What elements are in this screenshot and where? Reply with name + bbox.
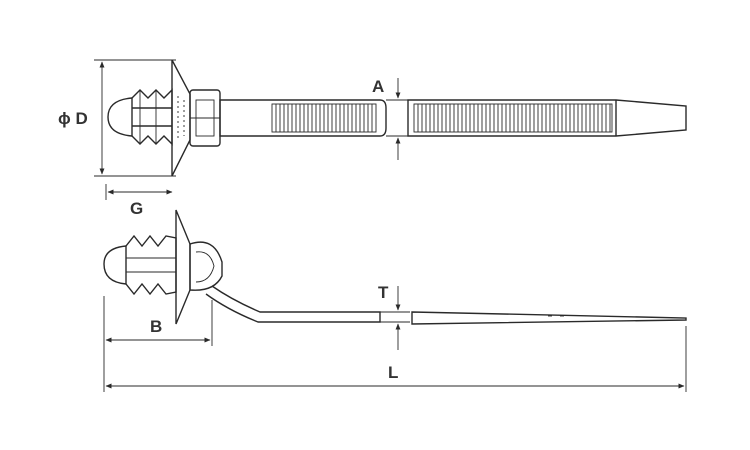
top-mount-knob	[107, 97, 133, 137]
side-strap-right	[411, 311, 687, 325]
label-diameter-d: ϕ D	[58, 109, 88, 128]
top-strap-right-ribs	[417, 104, 611, 132]
top-saucer-dots	[177, 96, 185, 140]
dimension-g: G	[105, 184, 173, 218]
top-view	[107, 59, 687, 177]
side-tie-head	[189, 241, 223, 291]
label-a: A	[372, 77, 384, 96]
side-view	[103, 209, 687, 325]
side-strap-bend	[205, 285, 381, 323]
side-mount-ribs	[125, 234, 177, 296]
side-mount-knob	[103, 245, 127, 285]
dimension-a: A	[372, 77, 408, 160]
top-strap-left-ribs	[275, 104, 373, 132]
dimension-t: T	[378, 283, 410, 350]
top-mount-saucer	[171, 59, 191, 177]
label-l: L	[388, 363, 398, 382]
dimension-d: ϕ D	[58, 59, 176, 177]
top-mount-ribs	[131, 88, 173, 146]
dimension-l: L	[105, 326, 687, 392]
top-strap-left	[219, 99, 387, 137]
dimension-b: B	[103, 296, 213, 392]
side-mount-saucer	[175, 209, 191, 325]
label-g: G	[130, 199, 143, 218]
label-b: B	[150, 317, 162, 336]
label-t: T	[378, 283, 389, 302]
